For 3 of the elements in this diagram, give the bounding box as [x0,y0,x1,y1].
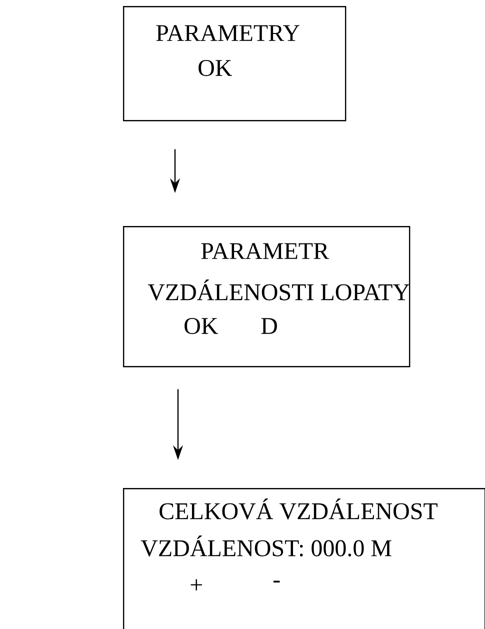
display-box: PARAMETRY OK [123,6,346,122]
display-box: CELKOVÁ VZDÁLENOST VZDÁLENOST: 000.0 M + - [123,488,485,629]
display-box: PARAMETR VZDÁLENOSTI LOPATY OK D [123,226,410,368]
